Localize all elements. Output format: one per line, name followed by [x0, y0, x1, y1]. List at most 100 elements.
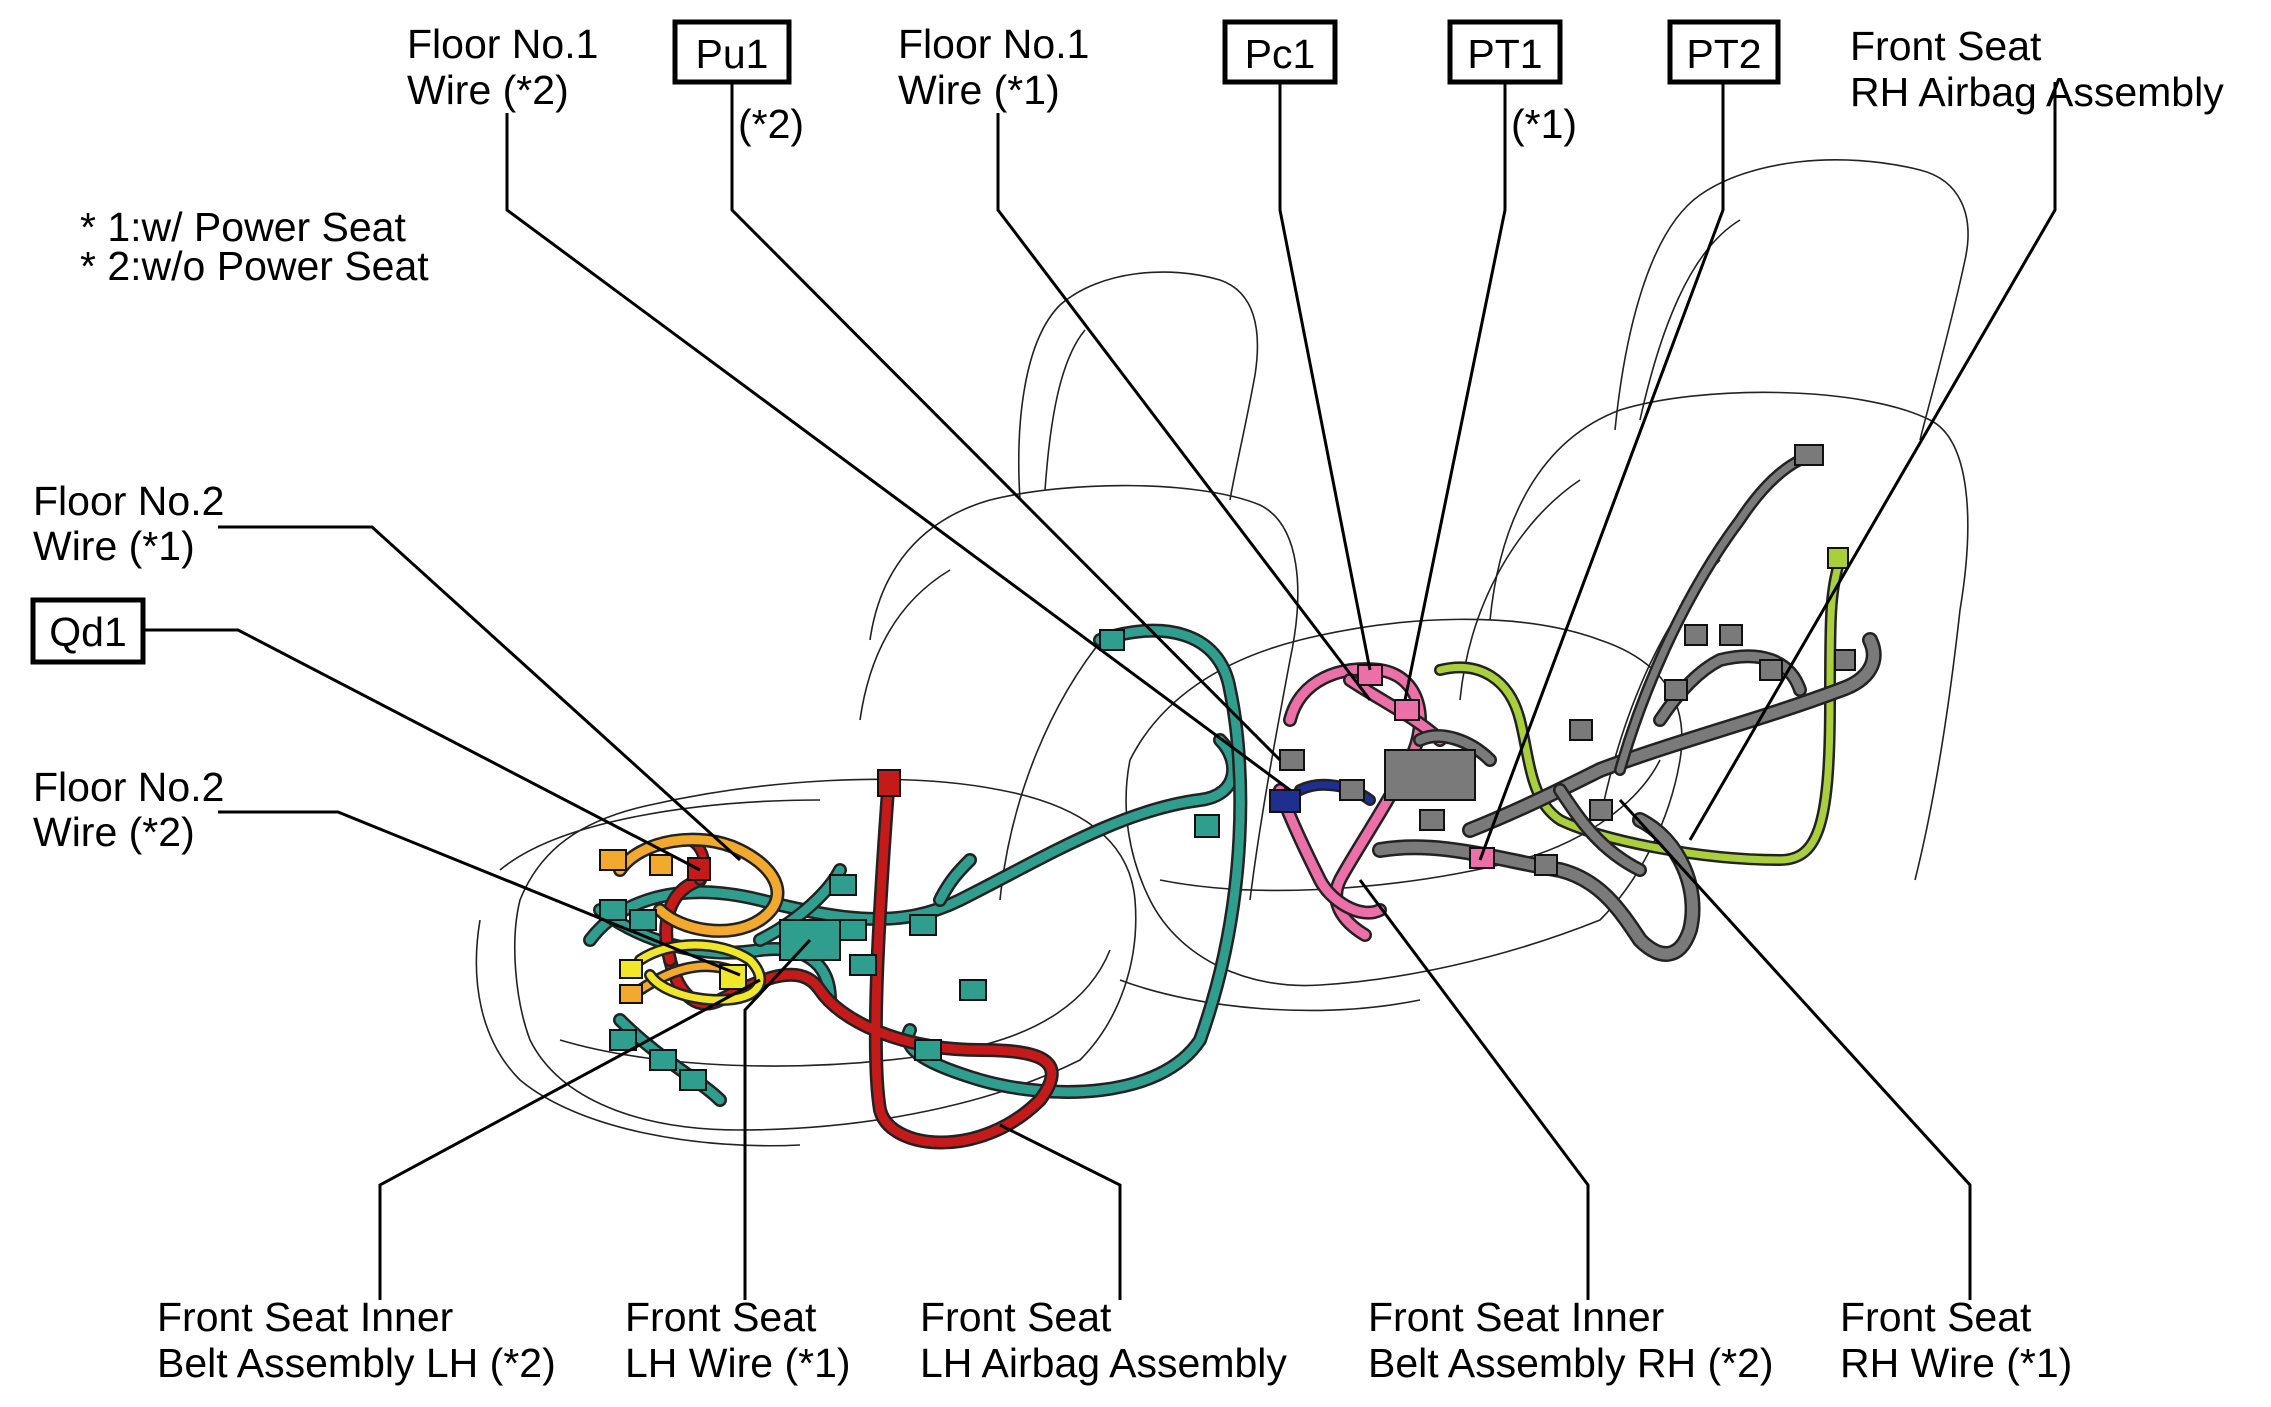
connector	[1569, 719, 1593, 741]
leader-pc1	[1278, 82, 1372, 671]
label-floor-no1-wire-2-line2: Wire (*2)	[407, 67, 569, 113]
rh-cushion-front	[1119, 979, 1421, 1012]
connector	[877, 769, 901, 797]
label-lh-airbag-line2: LH Airbag Assembly	[920, 1340, 1287, 1386]
connector	[649, 1049, 677, 1071]
code-boxes: Pu1 (*2) Pc1 PT1 (*1) PT2 Qd1	[30, 19, 1781, 665]
label-floor-no1-wire-2: Floor No.1	[407, 21, 598, 67]
leader-rh-airbag	[1688, 82, 2057, 841]
connectors	[599, 444, 1856, 1091]
label-lh-wire-line2: LH Wire (*1)	[625, 1340, 851, 1386]
label-floor-no2-wire-2-line2: Wire (*2)	[33, 809, 195, 855]
connector	[1794, 444, 1824, 466]
code-box-pt1: PT1 (*1)	[1447, 19, 1577, 147]
connector	[679, 1069, 707, 1091]
connector	[829, 874, 857, 896]
lh-wire-teal	[583, 623, 1248, 1107]
connector	[1269, 789, 1301, 813]
label-floor-no2-wire-2: Floor No.2	[33, 764, 224, 810]
label-inner-belt-rh-line2: Belt Assembly RH (*2)	[1368, 1340, 1774, 1386]
code-pu1-note: (*2)	[738, 101, 804, 147]
connector	[1194, 814, 1220, 838]
connector	[839, 919, 867, 941]
connector	[1827, 547, 1849, 569]
connector	[1834, 649, 1856, 671]
leader-lh-airbag	[999, 1123, 1122, 1300]
label-inner-belt-lh-line2: Belt Assembly LH (*2)	[157, 1340, 556, 1386]
label-rh-wire: Front Seat	[1840, 1294, 2032, 1340]
label-front-seat-rh-airbag-line2: RH Airbag Assembly	[1850, 69, 2224, 115]
connector	[1099, 629, 1125, 651]
leader-rh-wire	[1618, 798, 1972, 1300]
label-rh-wire-line2: RH Wire (*1)	[1840, 1340, 2072, 1386]
leader-floor-no1-wire-2	[505, 113, 1291, 792]
lh-seat-headrest	[1018, 271, 1259, 501]
connector	[1719, 624, 1743, 646]
connector	[1279, 749, 1305, 771]
lh-cushion-outline2	[499, 799, 821, 871]
rh-back-seam	[1599, 559, 1721, 821]
rh-seat-headrest	[1614, 159, 1969, 441]
connector	[909, 914, 937, 936]
connector	[629, 909, 657, 931]
connector	[1759, 659, 1783, 681]
connector	[1664, 679, 1688, 701]
leader-lines	[145, 82, 2057, 1300]
code-pt2: PT2	[1686, 31, 1761, 77]
part-labels: Floor No.1 Wire (*2) Floor No.1 Wire (*1…	[33, 21, 2224, 1386]
lh-back-side	[859, 569, 951, 721]
rh-wire-gray	[1372, 454, 1882, 962]
code-pt1: PT1	[1467, 31, 1542, 77]
code-pu1: Pu1	[696, 31, 769, 77]
label-floor-no1-wire-1-line2: Wire (*1)	[898, 67, 1060, 113]
code-box-pt2: PT2	[1667, 19, 1781, 85]
connector	[609, 1029, 637, 1051]
label-lh-airbag: Front Seat	[920, 1294, 1112, 1340]
code-box-qd1: Qd1	[30, 597, 146, 665]
leader-pt2	[1478, 82, 1725, 861]
label-inner-belt-lh: Front Seat Inner	[157, 1294, 453, 1340]
connector	[599, 899, 627, 921]
note-line-2: * 2:w/o Power Seat	[80, 243, 429, 289]
lh-headrest-inner	[1044, 329, 1086, 491]
code-box-pc1: Pc1	[1222, 19, 1338, 85]
leader-inner-belt-lh	[378, 978, 761, 1300]
leader-floor-no1-wire-1	[996, 113, 1372, 701]
leader-floor-no2-wire-1	[218, 525, 742, 862]
lh-seat-back	[869, 484, 1299, 901]
connector	[599, 849, 627, 871]
connector	[1419, 809, 1445, 831]
label-floor-no2-wire-1-line2: Wire (*1)	[33, 523, 195, 569]
leader-floor-no2-wire-2	[218, 810, 741, 977]
connector	[619, 959, 643, 979]
label-front-seat-rh-airbag: Front Seat	[1850, 23, 2042, 69]
label-inner-belt-rh: Front Seat Inner	[1368, 1294, 1664, 1340]
connector	[1684, 624, 1708, 646]
connector	[1339, 779, 1365, 801]
leader-qd1	[145, 628, 701, 872]
lh-cushion-side	[475, 919, 801, 1147]
connector	[649, 854, 673, 876]
leader-pt1	[1403, 82, 1507, 701]
label-floor-no2-wire-1: Floor No.2	[33, 478, 224, 524]
leader-lh-wire	[743, 938, 812, 1300]
code-qd1: Qd1	[49, 609, 127, 655]
connector-block	[1384, 749, 1476, 801]
connector	[1394, 699, 1420, 721]
connector	[959, 979, 987, 1001]
leader-pu1	[730, 82, 1282, 762]
label-lh-wire: Front Seat	[625, 1294, 817, 1340]
connector	[619, 984, 643, 1004]
note-line-1: * 1:w/ Power Seat	[80, 204, 406, 250]
lh-back-seam	[999, 629, 1111, 901]
connector	[1534, 854, 1558, 876]
rh-seat-back	[1489, 391, 1969, 881]
code-pt1-note: (*1)	[1511, 101, 1577, 147]
rh-headrest-inner	[1639, 219, 1741, 421]
connector	[849, 954, 877, 976]
connector	[1589, 799, 1613, 821]
label-floor-no1-wire-1: Floor No.1	[898, 21, 1089, 67]
notes: * 1:w/ Power Seat * 2:w/o Power Seat	[80, 204, 429, 289]
code-box-pu1: Pu1 (*2)	[672, 19, 804, 147]
